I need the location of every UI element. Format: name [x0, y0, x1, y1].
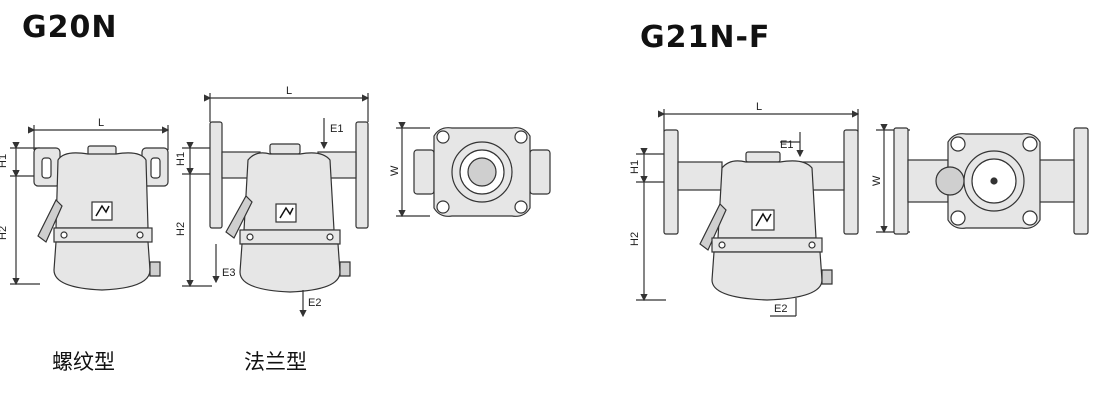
dim-label-e1: E1: [780, 139, 793, 151]
caption-threaded-type: 螺纹型: [52, 350, 115, 374]
dim-label-l: L: [756, 101, 762, 113]
dim-label-e3: E3: [222, 267, 235, 279]
dim-label-l: L: [98, 117, 104, 129]
dim-label-e2: E2: [308, 297, 321, 309]
dim-label-e1: E1: [330, 123, 343, 135]
model-title-g21n-f: G21N-F: [640, 20, 771, 55]
g21n-f-top-view: [876, 124, 1089, 235]
dim-label-h1: H1: [629, 160, 641, 174]
g20n-flanged-front-view: [182, 93, 370, 318]
caption-flanged-type: 法兰型: [244, 350, 307, 374]
dim-label-w: W: [389, 165, 401, 176]
model-title-g20n: G20N: [22, 10, 118, 45]
dim-label-h2: H2: [175, 222, 187, 236]
dim-label-e2: E2: [774, 303, 787, 315]
g20n-threaded-front-view: [10, 125, 170, 291]
dim-label-h2: H2: [629, 232, 641, 246]
dim-label-h2: H2: [0, 226, 9, 240]
g21n-f-front-view: [636, 109, 860, 317]
dim-label-h1: H1: [175, 152, 187, 166]
dim-label-h1: H1: [0, 154, 9, 168]
g20n-top-view: [396, 122, 551, 218]
dim-label-w: W: [871, 175, 883, 186]
dim-label-l: L: [286, 85, 292, 97]
